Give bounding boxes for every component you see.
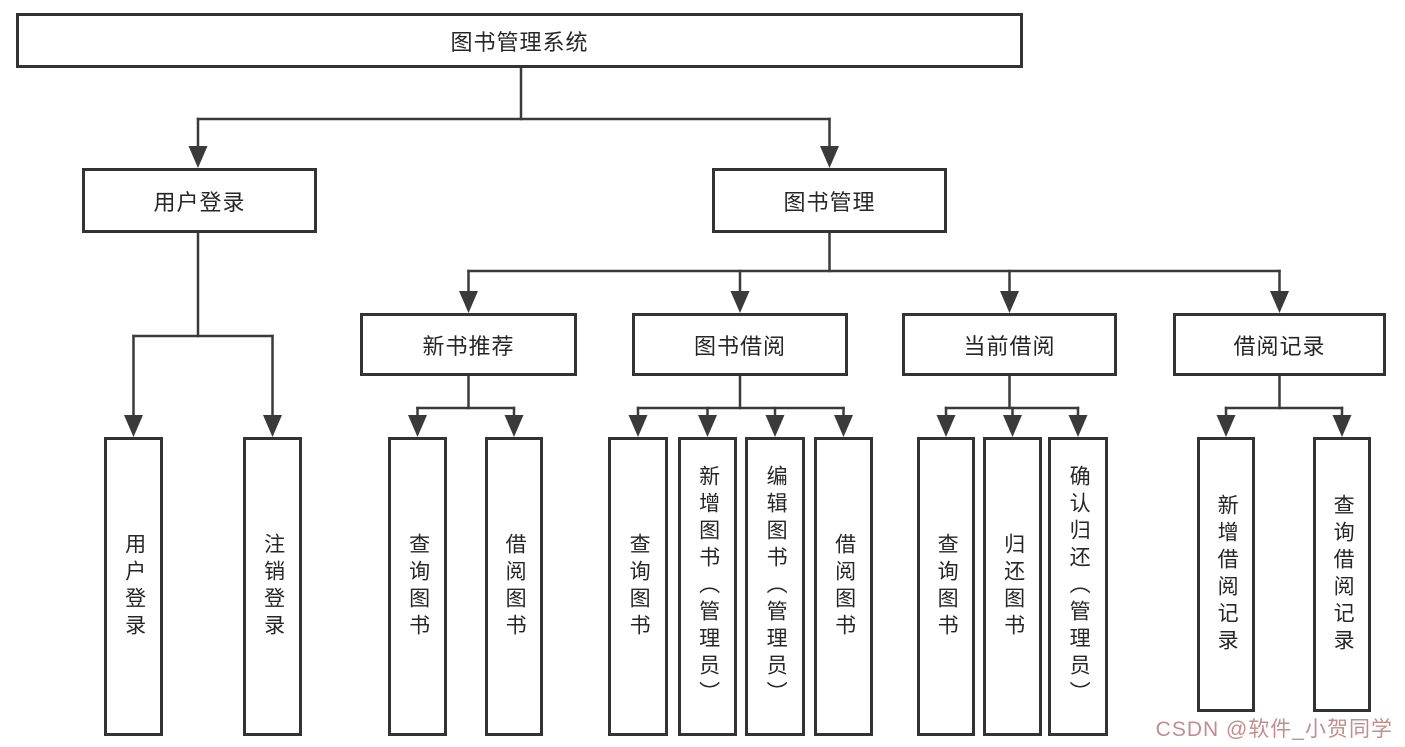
leaf-borrow-books: 借阅图书 [814,437,873,736]
leaf-query-borrow-record: 查询借阅记录 [1313,437,1371,712]
node-label: 图书管理系统 [450,29,589,55]
node-borrowing-records: 借阅记录 [1173,313,1386,376]
node-book-borrowing: 图书借阅 [632,313,848,376]
leaf-confirm-return-admin: 确认归还（管理员） [1048,437,1108,736]
node-label: 查询图书 [935,532,959,641]
node-label: 查询借阅记录 [1331,493,1355,656]
leaf-query-books-borrowing: 查询图书 [608,437,668,736]
node-current-borrowing: 当前借阅 [902,313,1117,376]
node-label: 注销登录 [261,532,285,641]
node-user-login: 用户登录 [82,168,317,233]
leaf-logout: 注销登录 [243,437,302,736]
node-label: 编辑图书（管理员） [764,465,788,708]
node-label: 借阅记录 [1233,333,1326,359]
leaf-return-books: 归还图书 [983,437,1042,736]
leaf-user-login: 用户登录 [104,437,163,736]
node-new-book-recommendation: 新书推荐 [360,313,577,376]
node-label: 新增图书（管理员） [696,465,720,708]
csdn-watermark: CSDN @软件_小贺同学 [1155,718,1393,741]
node-label: 用户登录 [153,189,246,215]
node-label: 当前借阅 [963,333,1056,359]
leaf-borrow-books-recommend: 借阅图书 [485,437,543,736]
node-label: 借阅图书 [503,532,527,641]
node-label: 新增借阅记录 [1215,493,1239,656]
node-label: 图书管理 [783,189,876,215]
node-label: 查询图书 [627,532,651,641]
node-label: 用户登录 [122,532,146,641]
node-book-management: 图书管理 [712,168,947,233]
node-label: 查询图书 [406,532,430,641]
node-library-management-system: 图书管理系统 [16,13,1023,68]
node-label: 归还图书 [1001,532,1025,641]
leaf-query-books-current: 查询图书 [917,437,975,736]
leaf-query-books-recommend: 查询图书 [388,437,447,736]
node-label: 确认归还（管理员） [1067,465,1091,708]
leaf-add-book-admin: 新增图书（管理员） [678,437,737,736]
leaf-edit-book-admin: 编辑图书（管理员） [745,437,805,736]
node-label: 图书借阅 [693,333,786,359]
node-label: 新书推荐 [422,333,515,359]
node-label: 借阅图书 [832,532,856,641]
leaf-add-borrow-record: 新增借阅记录 [1197,437,1255,712]
